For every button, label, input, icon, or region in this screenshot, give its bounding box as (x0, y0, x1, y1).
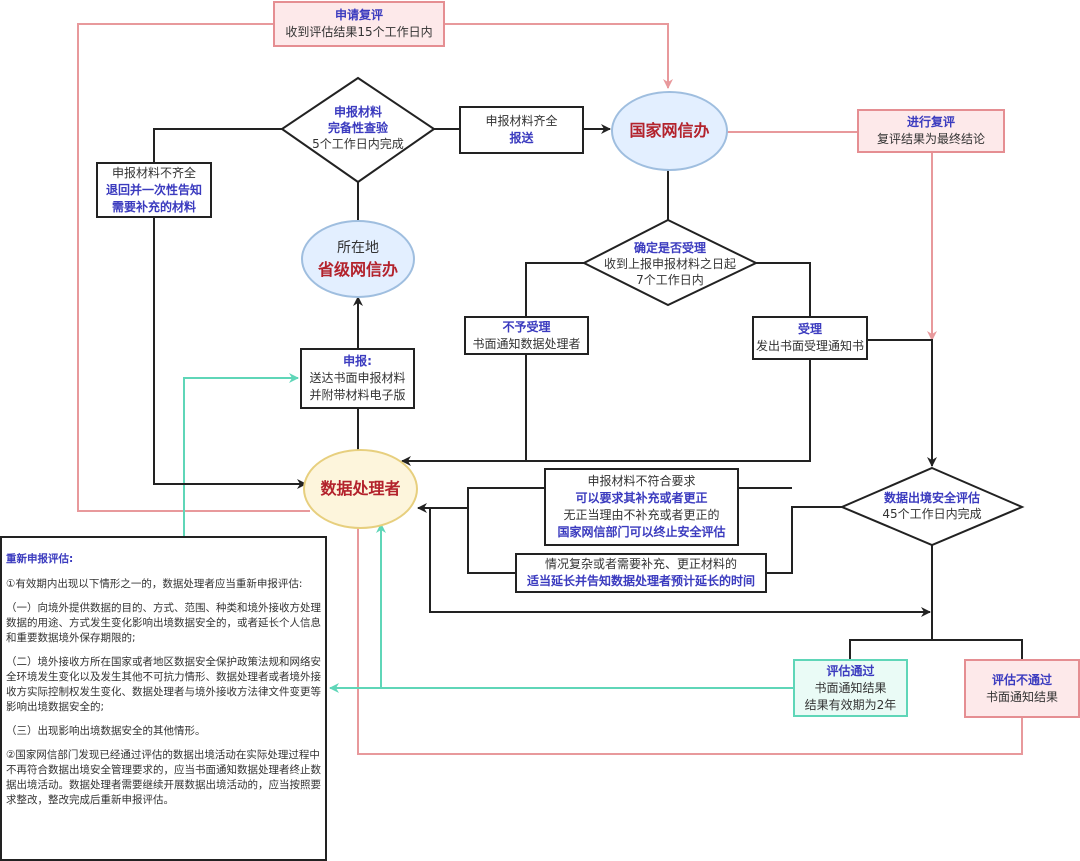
connector-processor-to-assessment-bottom (429, 508, 931, 617)
connector-note-to-submit (183, 373, 299, 536)
completeness-check-text: 申报材料 完备性查验 5个工作日内完成 (292, 102, 424, 154)
resubmission-note-panel: 重新申报评估: ①有效期内出现以下情形之一的，数据处理者应当重新申报评估: （一… (0, 536, 327, 861)
materials-complete-line2: 报送 (509, 131, 534, 145)
connector-accept-to-processor (401, 359, 811, 466)
connector-nonconforming-left (467, 487, 545, 574)
completeness-check-title1: 申报材料 (333, 105, 382, 119)
materials-incomplete-line2: 退回并一次性告知 (105, 182, 202, 197)
security-assessment-sub: 45个工作日内完成 (882, 507, 982, 521)
data-processor-label: 数据处理者 (320, 479, 401, 498)
apply-review-sub: 收到评估结果15个工作日内 (285, 25, 433, 39)
materials-incomplete-line3: 需要补充的材料 (111, 199, 196, 214)
connector-review-request-to-cac (444, 23, 673, 89)
submit-title: 申报: (343, 354, 372, 368)
provincial-cac-line1: 所在地 (337, 240, 379, 256)
conduct-review-sub: 复评结果为最终结论 (876, 132, 985, 146)
connector-decision-to-accept (756, 262, 811, 316)
security-assessment-title: 数据出境安全评估 (883, 491, 980, 505)
provincial-cac-ellipse: 所在地 省级网信办 (301, 220, 415, 298)
cac-national-ellipse: 国家网信办 (611, 91, 728, 171)
apply-review-title: 申请复评 (334, 8, 383, 22)
note-paragraph-5: ②国家网信部门发现已经通过评估的数据出境活动在实际处理过程中不再符合数据出境安全… (6, 749, 321, 806)
assessment-passed-title: 评估通过 (826, 663, 875, 678)
connector-failed-to-processor (353, 499, 1023, 755)
connector-incomplete-to-processor (153, 216, 307, 489)
assessment-failed-title: 评估不通过 (991, 672, 1052, 687)
extension-box: 情况复杂或者需要补充、更正材料的 适当延长并告知数据处理者预计延长的时间 (515, 553, 767, 593)
extension-line1: 情况复杂或者需要补充、更正材料的 (544, 557, 737, 571)
connector-check-left (153, 128, 282, 162)
provincial-cac-line2: 省级网信办 (317, 260, 398, 279)
note-paragraph-1: ①有效期内出现以下情形之一的，数据处理者应当重新申报评估: (6, 578, 303, 590)
connector-decision-to-reject (525, 262, 586, 316)
completeness-check-diamond (280, 76, 436, 184)
assessment-failed-box: 评估不通过 书面通知结果 (964, 659, 1080, 718)
security-assessment-text: 数据出境安全评估 45个工作日内完成 (862, 488, 1002, 524)
reject-title: 不予受理 (502, 319, 551, 334)
accept-decision-sub2: 7个工作日内 (636, 273, 704, 287)
materials-incomplete-line1: 申报材料不齐全 (111, 165, 196, 180)
materials-complete-line1: 申报材料齐全 (485, 114, 558, 128)
cac-national-label: 国家网信办 (629, 121, 710, 140)
conduct-review-box: 进行复评 复评结果为最终结论 (857, 109, 1005, 153)
materials-complete-box: 申报材料齐全 报送 (459, 106, 584, 154)
accept-decision-sub1: 收到上报申报材料之日起 (603, 257, 736, 271)
accept-sub: 发出书面受理通知书 (755, 339, 864, 353)
connector-review-request-to-processor (77, 23, 310, 512)
assessment-passed-sub1: 书面通知结果 (814, 680, 887, 695)
accept-decision-diamond (581, 218, 759, 307)
nonconforming-box: 申报材料不符合要求 可以要求其补充或者更正 无正当理由不补充或者更正的 国家网信… (544, 468, 739, 546)
note-title: 重新申报评估: (6, 553, 74, 565)
assessment-failed-sub: 书面通知结果 (985, 689, 1058, 704)
connector-accept-to-assessment (868, 339, 937, 467)
materials-incomplete-box: 申报材料不齐全 退回并一次性告知 需要补充的材料 (96, 162, 212, 218)
accept-decision-text: 确定是否受理 收到上报申报材料之日起 7个工作日内 (592, 238, 748, 290)
security-assessment-diamond (839, 466, 1025, 547)
extension-line2: 适当延长并告知数据处理者预计延长的时间 (526, 574, 755, 588)
note-paragraph-2: （一）向境外提供数据的目的、方式、范围、种类和境外接收方处理数据的用途、方式发生… (6, 602, 321, 644)
nonconforming-line4: 国家网信部门可以终止安全评估 (557, 525, 726, 539)
reject-sub: 书面通知数据处理者 (472, 336, 581, 351)
submit-sub1: 送达书面申报材料 (309, 371, 406, 385)
connector-split-results (849, 639, 1023, 660)
assessment-passed-box: 评估通过 书面通知结果 结果有效期为2年 (793, 659, 908, 717)
completeness-check-title2: 完备性查验 (327, 121, 388, 135)
assessment-passed-sub2: 结果有效期为2年 (804, 697, 897, 712)
accept-title: 受理 (797, 322, 822, 336)
nonconforming-line3: 无正当理由不补充或者更正的 (563, 508, 720, 522)
apply-review-box: 申请复评 收到评估结果15个工作日内 (273, 1, 445, 47)
nonconforming-line1: 申报材料不符合要求 (587, 474, 696, 488)
nonconforming-line2: 可以要求其补充或者更正 (575, 491, 708, 505)
reject-box: 不予受理 书面通知数据处理者 (464, 316, 589, 355)
note-paragraph-4: （三）出现影响出境数据安全的其他情形。 (6, 725, 206, 737)
accept-box: 受理 发出书面受理通知书 (752, 316, 868, 360)
accept-decision-title: 确定是否受理 (633, 241, 706, 255)
data-processor-ellipse: 数据处理者 (303, 449, 418, 529)
submit-sub2: 并附带材料电子版 (309, 388, 406, 402)
conduct-review-title: 进行复评 (906, 115, 955, 129)
note-paragraph-3: （二）境外接收方所在国家或者地区数据安全保护政策法规和网络安全环境发生变化以及发… (6, 656, 321, 713)
submit-box: 申报: 送达书面申报材料 并附带材料电子版 (300, 348, 415, 409)
completeness-check-sub: 5个工作日内完成 (312, 137, 404, 151)
